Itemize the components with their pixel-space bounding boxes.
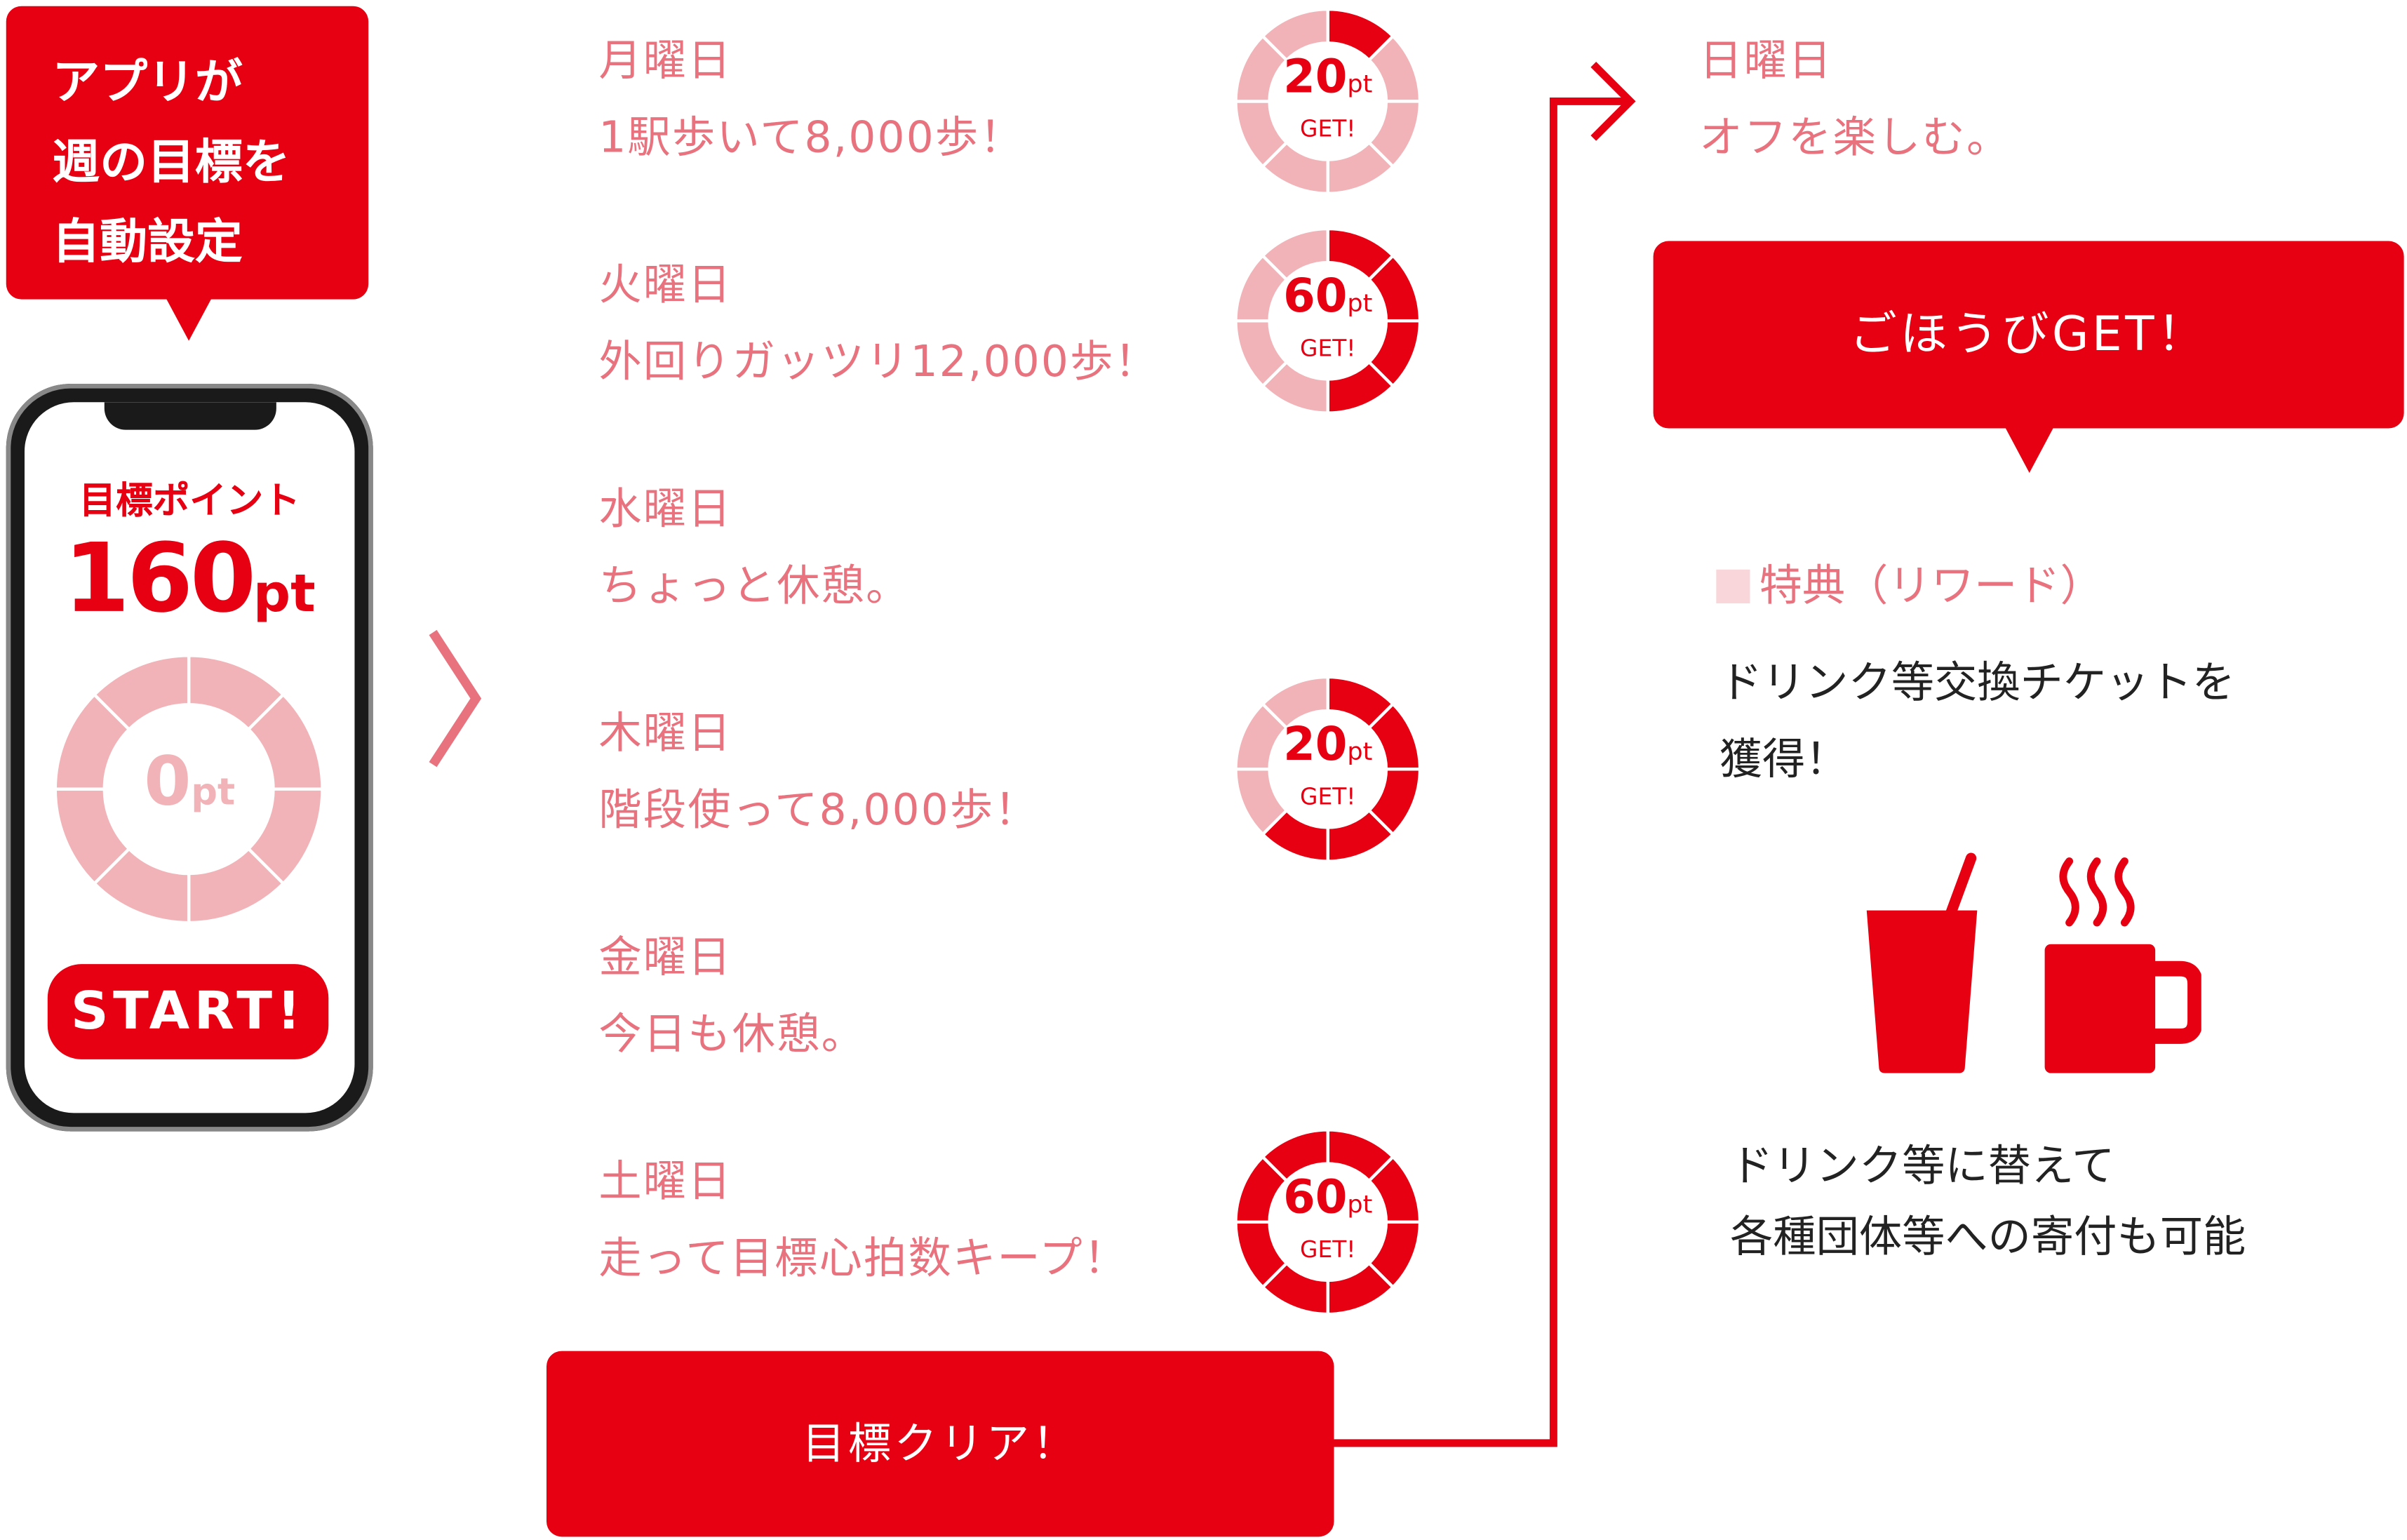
points-value: 60 <box>1283 270 1348 324</box>
day-name: 日曜日 <box>1699 35 1833 86</box>
donut-chart <box>1234 227 1422 415</box>
day-activity: 階段使って8,000歩！ <box>598 784 1039 836</box>
day-activity: 走って目標心拍数キープ！ <box>598 1233 1129 1284</box>
reward-heading: 特典（リワード） <box>1716 553 2103 615</box>
get-label: GET! <box>1300 782 1356 811</box>
day-item: 月曜日 1駅歩いて8,000歩！ <box>598 23 1024 177</box>
phone-title: 目標ポイント <box>79 478 300 522</box>
day-item: 木曜日階段使って8,000歩！ <box>598 695 1038 849</box>
target-value: 160 <box>63 521 256 634</box>
cold-drink-icon <box>1866 852 1978 1073</box>
day-item: 水曜日ちょっと休憩。 <box>598 471 910 625</box>
day-item: 土曜日走って目標心拍数キープ！ <box>598 1144 1128 1297</box>
points-label: 60pt <box>1234 1172 1421 1226</box>
target-unit: pt <box>253 563 316 625</box>
intro-line: 自動設定 <box>52 215 243 271</box>
chevron-right-icon <box>429 629 482 768</box>
current-points: 0pt <box>25 743 354 822</box>
day-name: 火曜日 <box>598 259 732 311</box>
points-unit: pt <box>1347 69 1373 99</box>
day-sunday: 日曜日 オフを楽しむ。 <box>1699 23 2011 177</box>
points-label: 60pt <box>1234 270 1421 324</box>
donut-chart <box>1234 7 1422 195</box>
points-value: 20 <box>1283 51 1348 105</box>
day-name: 土曜日 <box>598 1156 732 1207</box>
donut-chart <box>1234 1128 1422 1316</box>
reward-description: ドリンク等交換チケットを 獲得！ <box>1719 645 2235 798</box>
donut-segment-empty <box>1260 7 1329 62</box>
intro-line: 週の目標を <box>52 135 290 191</box>
reward-heading-text: 特典（リワード） <box>1759 560 2103 611</box>
day-name: 木曜日 <box>598 707 732 758</box>
get-label: GET! <box>1300 335 1356 363</box>
donut-segment-empty <box>1260 227 1329 282</box>
day-activity: 外回りガッツリ12,000歩！ <box>598 336 1160 387</box>
reward-speech-bubble: ごほうびGET！ <box>1653 241 2404 429</box>
points-value: 60 <box>1283 1171 1348 1226</box>
day-name: 金曜日 <box>598 932 732 983</box>
donut-segment-empty <box>1260 675 1329 730</box>
day-activity: 1駅歩いて8,000歩！ <box>598 112 1024 163</box>
points-value: 20 <box>1283 718 1348 772</box>
start-button[interactable]: START! <box>47 964 329 1059</box>
points-label: 20pt <box>1234 718 1421 772</box>
points-unit: pt <box>1347 288 1373 318</box>
day-activity: オフを楽しむ。 <box>1699 112 2011 163</box>
day-activity: 今日も休憩。 <box>598 1008 866 1059</box>
current-unit: pt <box>191 770 236 814</box>
get-label: GET! <box>1300 115 1356 143</box>
bubble-tail <box>2004 427 2054 473</box>
target-points: 160pt <box>25 522 354 634</box>
day-name: 月曜日 <box>598 35 732 86</box>
current-value: 0 <box>144 743 192 822</box>
bubble-tail <box>166 297 212 341</box>
points-label: 20pt <box>1234 51 1421 105</box>
day-item: 金曜日今日も休憩。 <box>598 920 866 1073</box>
day-name: 水曜日 <box>598 483 732 535</box>
reward-description-line: ドリンク等交換チケットを <box>1719 657 2235 708</box>
square-bullet-icon <box>1716 569 1750 603</box>
hot-coffee-mug-icon <box>2044 857 2201 1073</box>
reward-footer-line: ドリンク等に替えて <box>1730 1140 2115 1191</box>
reward-footer-line: 各種団体等への寄付も可能 <box>1730 1211 2246 1262</box>
phone-notch <box>104 402 276 430</box>
phone-screen: 目標ポイント 160pt 0pt START! <box>25 402 355 1113</box>
get-label: GET! <box>1300 1236 1356 1264</box>
smartphone: 目標ポイント 160pt 0pt START! <box>6 384 373 1132</box>
day-item: 火曜日外回りガッツリ12,000歩！ <box>598 247 1159 401</box>
phone-progress-donut <box>53 654 324 925</box>
day-activity: ちょっと休憩。 <box>598 560 911 611</box>
goal-clear-button[interactable]: 目標クリア！ <box>546 1351 1334 1537</box>
reward-description-line: 獲得！ <box>1719 733 1849 785</box>
donut-segment-empty <box>92 654 191 732</box>
donut-segment-filled <box>1260 1128 1329 1184</box>
points-unit: pt <box>1347 1189 1373 1219</box>
points-unit: pt <box>1347 737 1373 766</box>
intro-speech-bubble: アプリが 週の目標を 自動設定 <box>6 6 369 300</box>
reward-footer: ドリンク等に替えて 各種団体等への寄付も可能 <box>1730 1132 2246 1273</box>
donut-chart <box>1234 675 1422 863</box>
intro-line: アプリが <box>52 55 243 111</box>
